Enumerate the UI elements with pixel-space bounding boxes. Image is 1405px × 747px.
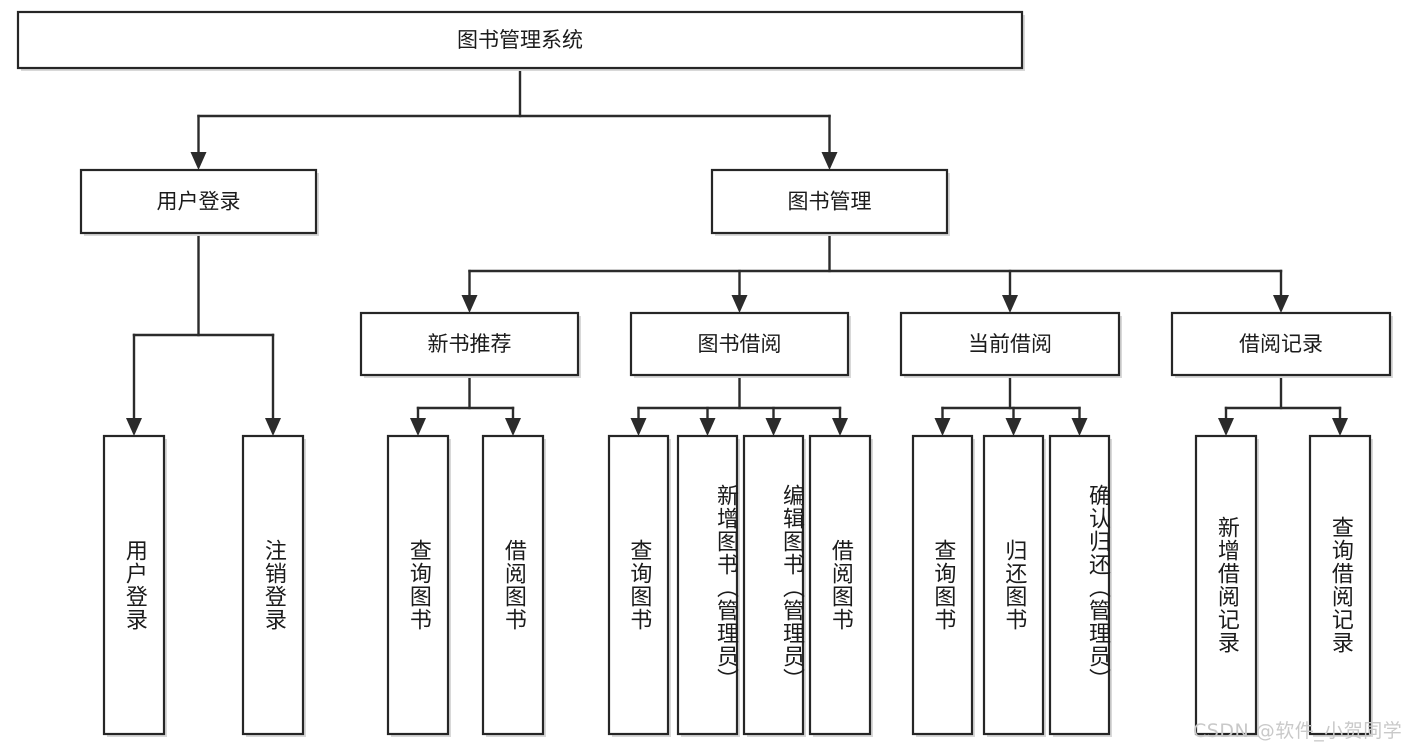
node-borrow-record[interactable]: 借阅记录 (1170, 311, 1393, 378)
node-leaf-query-book-recommend[interactable] (386, 434, 451, 737)
node-book-borrow[interactable]: 图书借阅 (629, 311, 851, 378)
edge-group-current-borrow (934, 373, 1088, 436)
node-leaf-query-book-borrow[interactable] (607, 434, 671, 737)
edge-group-book-manage (461, 231, 1289, 313)
node-leaf-borrow-book-recommend[interactable] (481, 434, 546, 737)
node-leaf-return-book[interactable] (982, 434, 1046, 737)
node-leaf-edit-book[interactable] (742, 434, 806, 737)
node-leaf-query-borrow-record[interactable] (1308, 434, 1373, 737)
edge-group-root (190, 66, 838, 170)
node-new-book-recommend[interactable]: 新书推荐 (359, 311, 581, 378)
edge-group-new-book-recommend (410, 373, 521, 436)
node-leaf-confirm-return[interactable] (1048, 434, 1112, 737)
node-leaf-query-book-current[interactable] (911, 434, 975, 737)
node-label: 新书推荐 (428, 332, 512, 356)
edges-layer (126, 66, 1348, 436)
node-label: 借阅记录 (1239, 332, 1323, 356)
node-leaf-add-borrow-record[interactable] (1194, 434, 1259, 737)
node-label: 用户登录 (157, 190, 241, 214)
node-book-manage[interactable]: 图书管理 (710, 168, 950, 236)
edge-group-borrow-record (1218, 373, 1348, 436)
node-leaf-borrow-book[interactable] (808, 434, 873, 737)
node-label: 图书借阅 (698, 332, 782, 356)
node-leaf-user-login[interactable] (102, 434, 167, 737)
node-leaf-add-book[interactable] (676, 434, 740, 737)
node-user-login[interactable]: 用户登录 (79, 168, 319, 236)
node-label: 当前借阅 (968, 332, 1052, 356)
node-label: 图书管理系统 (457, 28, 583, 52)
edge-group-book-borrow (630, 373, 848, 436)
node-label: 图书管理 (788, 190, 872, 214)
node-leaf-user-logout[interactable] (241, 434, 306, 737)
watermark-text: CSDN @软件_小贺同学 (1193, 720, 1403, 742)
node-root[interactable]: 图书管理系统 (16, 10, 1025, 71)
edge-group-user-login (126, 231, 281, 436)
node-current-borrow[interactable]: 当前借阅 (899, 311, 1122, 378)
